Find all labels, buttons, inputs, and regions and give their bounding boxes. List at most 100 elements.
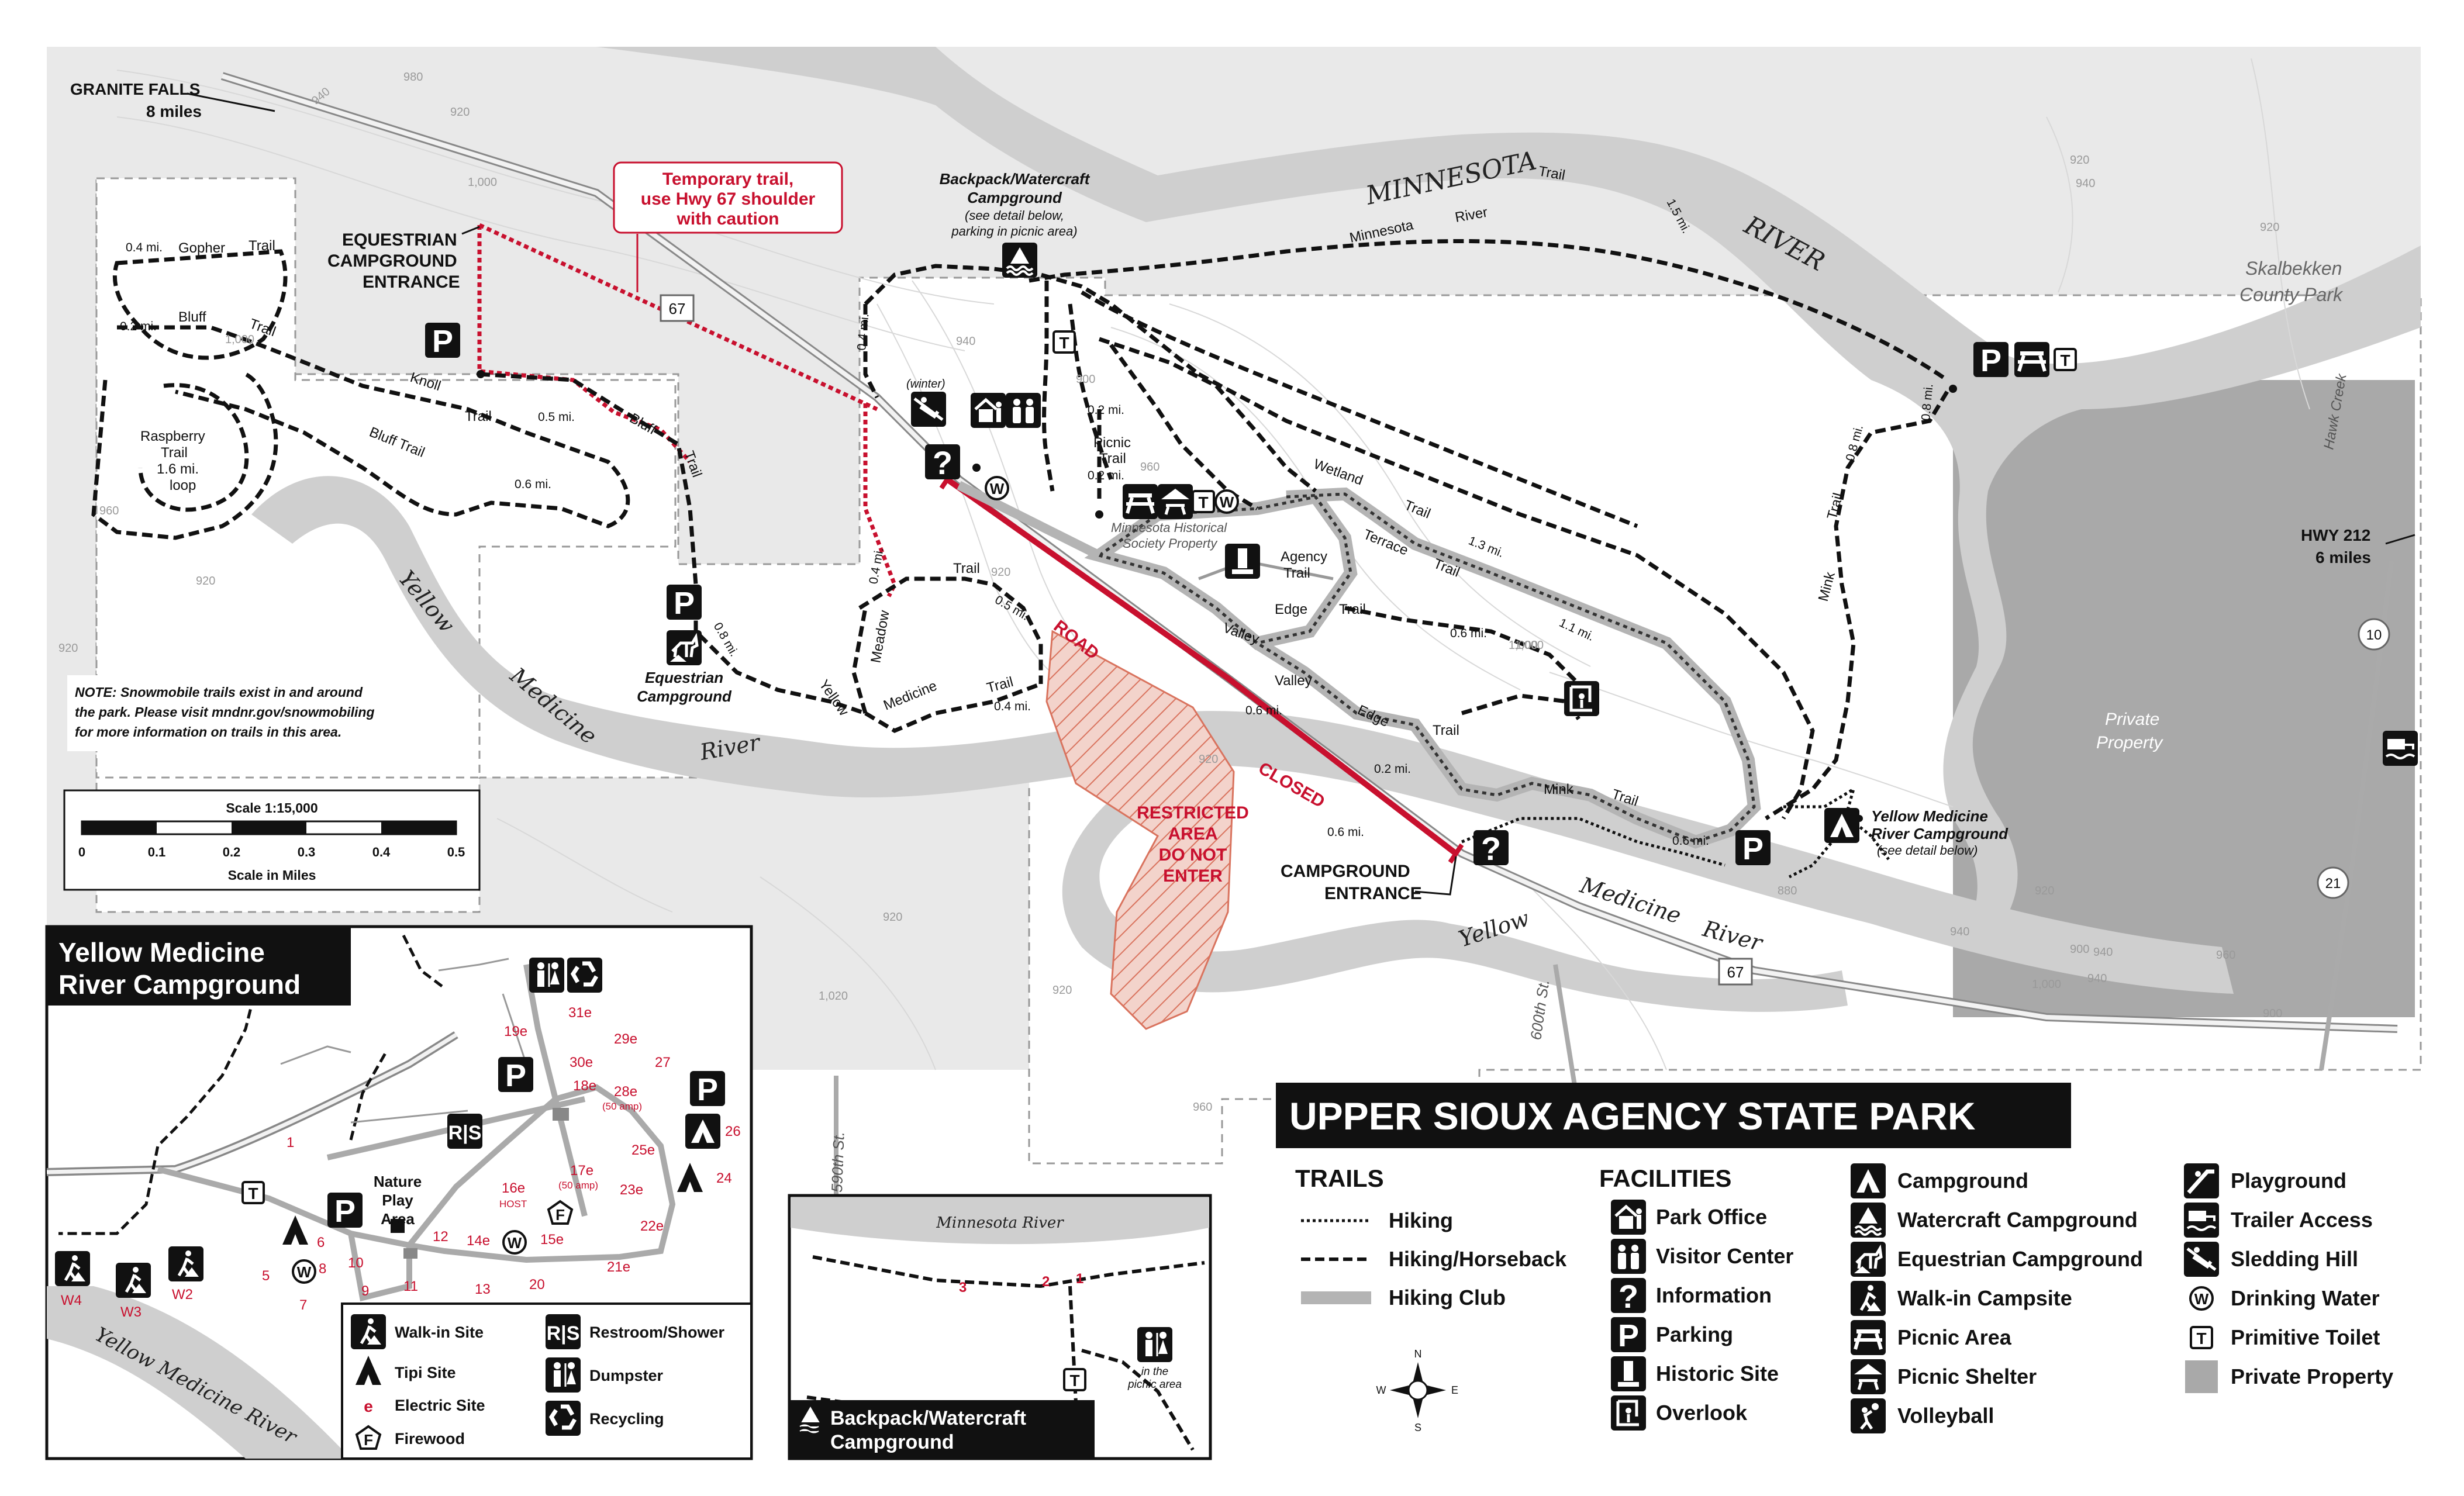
site-number: 1 bbox=[287, 1135, 294, 1150]
note-line-2: the park. Please visit mndnr.gov/snowmob… bbox=[75, 704, 375, 720]
picnic-area-icon bbox=[2014, 342, 2049, 377]
temp-trail-line-1: Temporary trail, bbox=[662, 170, 794, 189]
raspberry-trail-name: Raspberry bbox=[140, 429, 205, 444]
legend-visitor-center: Visitor Center bbox=[1656, 1244, 1793, 1268]
site-number: 24 bbox=[716, 1170, 732, 1186]
site-number: (50 amp) bbox=[602, 1101, 642, 1112]
parking-icon bbox=[1735, 830, 1771, 866]
legend-volleyball: Volleyball bbox=[1897, 1404, 1994, 1428]
svg-text:0.2: 0.2 bbox=[223, 845, 241, 859]
legend-hiking-horseback: Hiking/Horseback bbox=[1389, 1247, 1567, 1271]
backpack-cg-note: (see detail below, bbox=[965, 208, 1064, 223]
contour-label: 920 bbox=[58, 642, 78, 655]
bluff-trail-name: Bluff bbox=[178, 309, 206, 325]
recycling-icon bbox=[567, 958, 602, 993]
ymr-legend-dumpster: Dumpster bbox=[589, 1367, 664, 1384]
contour-label: 920 bbox=[2260, 221, 2279, 234]
park-boundary-west bbox=[95, 177, 677, 779]
campground-entrance-label: CAMPGROUND bbox=[1281, 862, 1410, 881]
legend-parking: Parking bbox=[1656, 1322, 1733, 1346]
nature-play-label: Nature bbox=[374, 1173, 422, 1190]
legend-equestrian-campground: Equestrian Campground bbox=[1897, 1247, 2143, 1271]
site-number: 8 bbox=[319, 1261, 326, 1277]
ymr-inset-title: Yellow Medicine bbox=[58, 937, 265, 968]
raspberry-trail-word: Trail bbox=[161, 445, 188, 461]
restroom-shower-icon bbox=[447, 1114, 482, 1149]
picnic-trail-name: Picnic bbox=[1093, 435, 1131, 451]
agency-trail-name: Agency bbox=[1281, 549, 1327, 565]
legend-hiking-club: Hiking Club bbox=[1389, 1286, 1506, 1310]
site-number: 9 bbox=[361, 1283, 369, 1299]
site-number: 14e bbox=[467, 1233, 490, 1249]
site-number: 23e bbox=[620, 1182, 643, 1198]
skalbekken-label: Skalbekken bbox=[2245, 258, 2342, 279]
closed-road bbox=[945, 476, 1458, 856]
snowmobile-note bbox=[67, 675, 427, 751]
main-legend: UPPER SIOUX AGENCY STATE PARK TRAILS Hik… bbox=[1276, 1083, 2393, 1433]
bw-inset-title: Backpack/Watercraft bbox=[830, 1407, 1026, 1429]
backpack-cg-label: Backpack/Watercraft bbox=[940, 170, 1090, 188]
distance-label: 0.4 mi. bbox=[855, 313, 871, 351]
site-number: 6 bbox=[317, 1235, 325, 1250]
granite-falls-label: GRANITE FALLS bbox=[70, 80, 200, 98]
inset-backpack-campground: Minnesota River 3 2 1 in the picnic area… bbox=[788, 1194, 1212, 1460]
ymr-cg-note: (see detail below) bbox=[1877, 843, 1978, 858]
contour-label: 940 bbox=[2076, 177, 2095, 190]
contour-label: 960 bbox=[1140, 461, 1159, 474]
note-line-1: NOTE: Snowmobile trails exist in and aro… bbox=[75, 685, 363, 700]
svg-text:Scale 1:15,000: Scale 1:15,000 bbox=[226, 800, 318, 816]
svg-text:0.1: 0.1 bbox=[148, 845, 166, 859]
site-number: 29e bbox=[614, 1031, 637, 1047]
svg-text:67: 67 bbox=[1727, 963, 1744, 981]
park-office-icon bbox=[971, 393, 1006, 428]
svg-text:Scale in Miles: Scale in Miles bbox=[228, 868, 316, 883]
site-number: 13 bbox=[475, 1281, 491, 1297]
site-number: 20 bbox=[529, 1277, 545, 1293]
contour-lines bbox=[116, 58, 2310, 1070]
site-number: 3 bbox=[959, 1280, 967, 1295]
historic-site-icon bbox=[1225, 544, 1260, 579]
parking-icon bbox=[1973, 342, 2009, 378]
drinking-water-icon bbox=[1214, 489, 1239, 514]
svg-text:67: 67 bbox=[669, 300, 686, 317]
contour-label: 940 bbox=[1950, 925, 1969, 938]
campground-icon bbox=[1824, 808, 1859, 843]
site-number: 31e bbox=[568, 1005, 592, 1021]
campground-icon bbox=[685, 1114, 720, 1149]
svg-text:W: W bbox=[1376, 1384, 1386, 1396]
skalbekken-label-2: County Park bbox=[2239, 284, 2344, 305]
site-number: 28e bbox=[614, 1084, 637, 1100]
restricted-area bbox=[1045, 630, 1235, 1030]
contour-label: 940 bbox=[956, 335, 975, 348]
distance-label: 0.6 mi. bbox=[515, 478, 551, 491]
svg-text:N: N bbox=[1414, 1348, 1422, 1360]
contour-label: 920 bbox=[2070, 154, 2089, 167]
contour-label: 1,020 bbox=[819, 990, 848, 1003]
contour-label: 960 bbox=[99, 505, 119, 517]
hwy212-label: HWY 212 bbox=[2301, 526, 2370, 544]
contour-label: 920 bbox=[196, 575, 215, 588]
walk-in-campsite-icon bbox=[116, 1263, 151, 1298]
agency-trail-word: Trail bbox=[1283, 565, 1310, 581]
legend-private-property: Private Property bbox=[2231, 1364, 2393, 1388]
site-number: 1 bbox=[1076, 1271, 1083, 1287]
contour-label: 1,000 bbox=[225, 333, 254, 346]
nature-play-label-2: Play bbox=[382, 1191, 413, 1209]
distance-label: 0.4 mi. bbox=[994, 700, 1031, 713]
site-number: HOST bbox=[499, 1198, 527, 1210]
visitor-center-icon bbox=[1006, 393, 1041, 428]
picnic-trail-word: Trail bbox=[1099, 451, 1126, 467]
picnic-area-icon bbox=[1123, 484, 1158, 519]
restricted-line-4: ENTER bbox=[1163, 866, 1223, 886]
hwy67-shield-2: 67 bbox=[1718, 958, 1753, 986]
temporary-trail-notice bbox=[613, 161, 843, 234]
contour-label: 900 bbox=[2070, 943, 2089, 956]
bw-inset-title-2: Campground bbox=[830, 1431, 954, 1453]
private-property-label: Private bbox=[2105, 710, 2159, 729]
temp-trail-line-3: with caution bbox=[677, 209, 779, 229]
map-icons bbox=[425, 241, 2419, 867]
gopher-trail-word: Trail bbox=[249, 238, 275, 254]
hwy21-shield: 21 bbox=[2317, 866, 2349, 899]
backpack-cg-note-2: parking in picnic area) bbox=[951, 224, 1077, 239]
restricted-line-3: DO NOT bbox=[1159, 845, 1227, 865]
